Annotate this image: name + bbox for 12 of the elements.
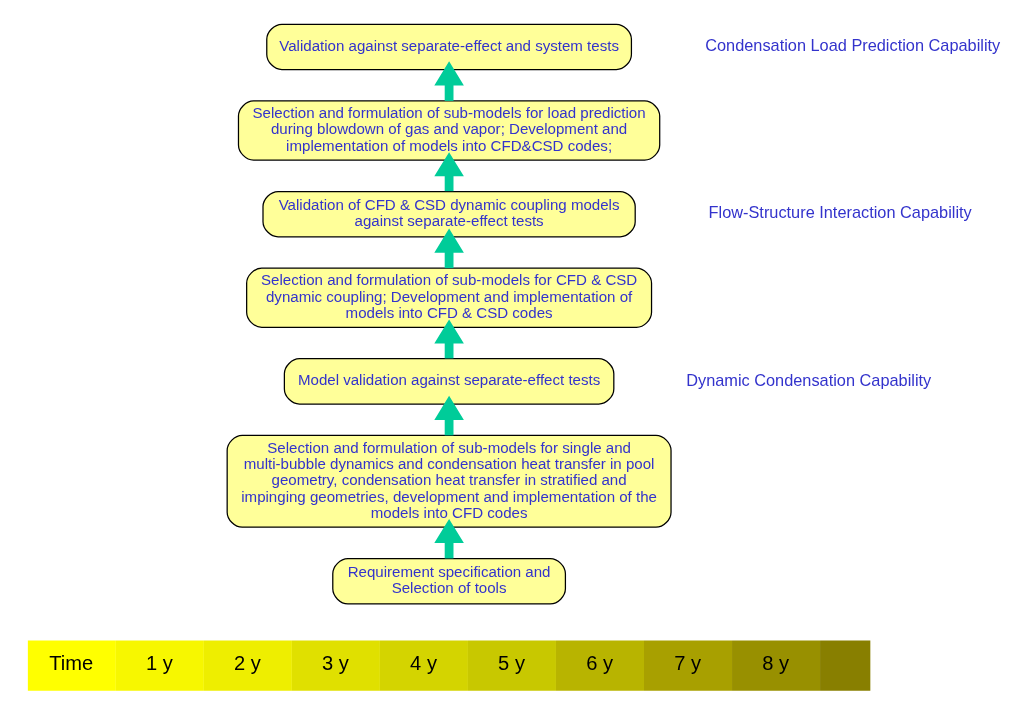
- label: Condensation Load Prediction Capability: [704, 35, 1000, 54]
- label: 5 y: [497, 651, 525, 674]
- label: 6 y: [585, 651, 613, 674]
- label: Time: [48, 651, 93, 674]
- label: Dynamic Condensation Capability: [685, 370, 931, 389]
- label: Flow-Structure Interaction Capability: [708, 202, 972, 221]
- label: 8 y: [761, 651, 789, 674]
- label: 1 y: [145, 651, 173, 674]
- label: 2 y: [233, 651, 261, 674]
- label: 3 y: [321, 651, 349, 674]
- label: 7 y: [673, 651, 701, 674]
- label: 4 y: [409, 651, 437, 674]
